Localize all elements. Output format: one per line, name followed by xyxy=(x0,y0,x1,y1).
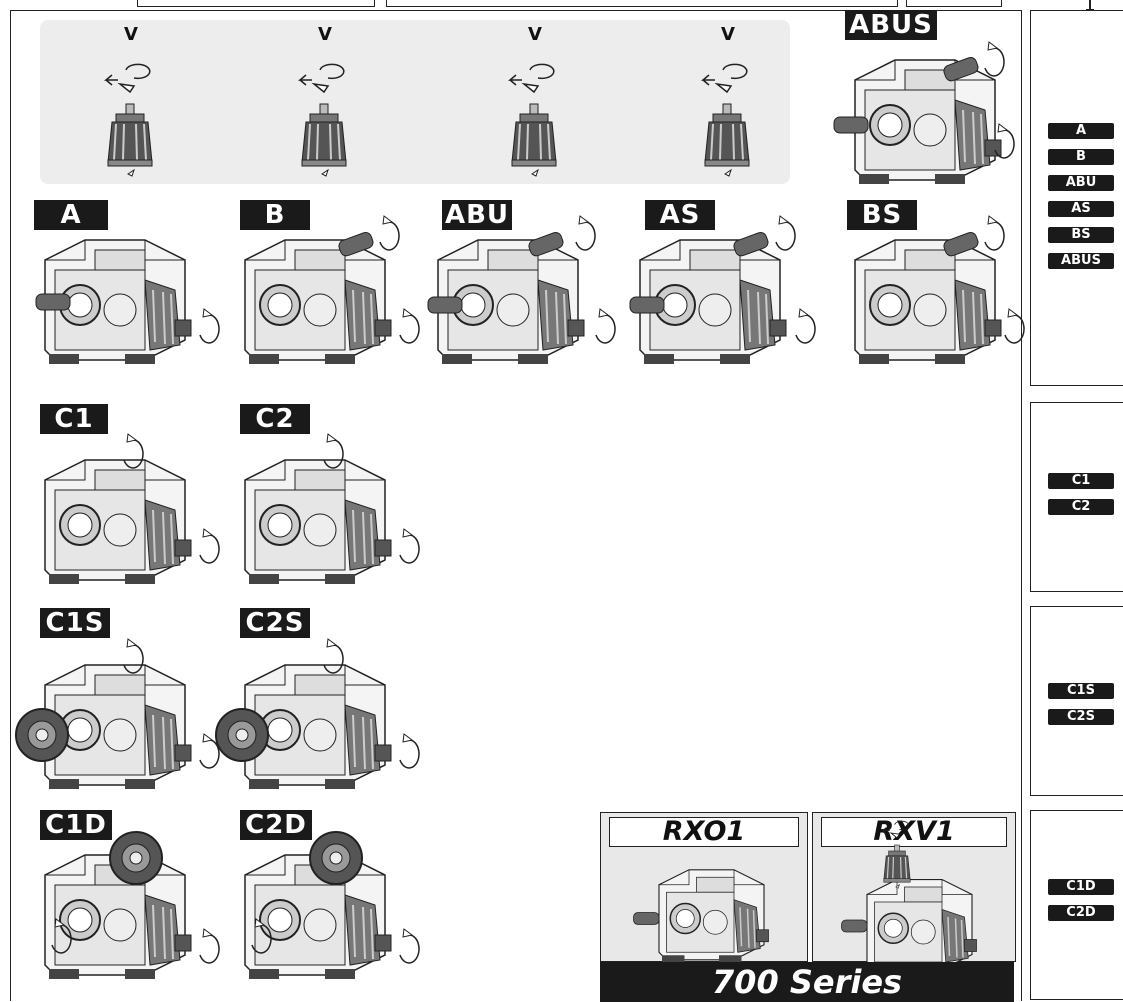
gearbox-bs-drawing xyxy=(855,240,1001,364)
sidebar-tag-c2s: C2S xyxy=(1048,709,1114,725)
sidebar-tag-c2d: C2D xyxy=(1048,905,1114,921)
vertical-motor-drawing xyxy=(510,64,556,176)
tag-c1: C1 xyxy=(40,404,108,434)
gearbox-abus-drawing xyxy=(855,60,1001,184)
sidebar-tag-c2: C2 xyxy=(1048,499,1114,515)
rxo1-drawing xyxy=(629,851,789,961)
sidebar-group-1: A B ABU AS BS ABUS xyxy=(1030,10,1123,386)
gearbox-b-drawing xyxy=(245,240,391,364)
sidebar-group-4: C1D C2D xyxy=(1030,810,1123,1000)
sidebar-tag-abu: ABU xyxy=(1048,175,1114,191)
sidebar-tag-bs: BS xyxy=(1048,227,1114,243)
sidebar-tag-b: B xyxy=(1048,149,1114,165)
gearbox-c1-drawing xyxy=(45,460,191,584)
tag-c2: C2 xyxy=(240,404,310,434)
rxv1-panel: RXV1 xyxy=(812,812,1016,962)
sidebar-tag-abus: ABUS xyxy=(1048,253,1114,269)
tag-bs: BS xyxy=(847,200,917,230)
series-banner: 700 Series xyxy=(600,962,1014,1002)
rxv1-drawing xyxy=(837,851,997,961)
sidebar-group-3: C1S C2S xyxy=(1030,606,1123,796)
tag-as: AS xyxy=(645,200,715,230)
sidebar-group-2: C1 C2 xyxy=(1030,402,1123,592)
sidebar-tag-c1: C1 xyxy=(1048,473,1114,489)
sidebar-tag-as: AS xyxy=(1048,201,1114,217)
sidebar-tag-a: A xyxy=(1048,123,1114,139)
rxv1-label: RXV1 xyxy=(821,817,1007,847)
vertical-motor-drawing xyxy=(703,64,749,176)
tag-c2d: C2D xyxy=(240,810,312,840)
rxo1-panel: RXO1 xyxy=(600,812,808,962)
gearbox-c2-drawing xyxy=(245,460,391,584)
tag-b: B xyxy=(240,200,310,230)
tag-abu: ABU xyxy=(442,200,512,230)
vertical-motor-drawing xyxy=(106,64,152,176)
tag-c2s: C2S xyxy=(240,608,310,638)
sidebar-tag-c1s: C1S xyxy=(1048,683,1114,699)
sidebar-tag-c1d: C1D xyxy=(1048,879,1114,895)
tag-a: A xyxy=(34,200,108,230)
tag-c1d: C1D xyxy=(40,810,112,840)
tag-c1s: C1S xyxy=(40,608,110,638)
tag-abus: ABUS xyxy=(845,10,937,40)
rxo1-label: RXO1 xyxy=(609,817,799,847)
vertical-motor-drawing xyxy=(300,64,346,176)
